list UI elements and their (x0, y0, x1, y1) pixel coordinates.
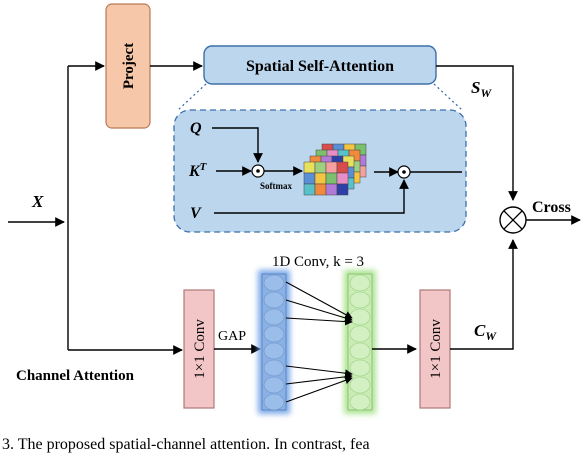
column-cell (263, 291, 285, 309)
column-cell (349, 325, 371, 343)
conv1x1-box-1 (183, 289, 215, 409)
column-cell (263, 359, 285, 377)
project-label: Project (121, 43, 137, 89)
caption-fragment: 3. The proposed spatial-channel attentio… (2, 436, 370, 453)
softmax-label: Softmax (260, 181, 292, 191)
v-arrow (214, 179, 409, 214)
heatmap-cell (336, 183, 349, 196)
cross-node-x2 (503, 210, 523, 230)
v-label: V (190, 205, 202, 222)
green-column-cells (349, 274, 371, 411)
cw-arrow (450, 239, 518, 350)
column-cell (263, 393, 285, 411)
heatmap-cell (336, 172, 349, 185)
conv1d-label: 1D Conv, k = 3 (272, 254, 364, 270)
heatmap-cell (303, 183, 316, 196)
gap-label: GAP (218, 329, 246, 344)
matmul-node-2-dot (402, 170, 406, 174)
conv1x1-label-2: 1×1 Conv (428, 319, 444, 379)
heatmap-cell (325, 161, 338, 174)
conv1x1-label-1: 1×1 Conv (192, 319, 208, 379)
column-cell (349, 376, 371, 394)
k-label: KT (188, 161, 208, 180)
column-cell (349, 291, 371, 309)
zoom-connector-left (177, 83, 207, 111)
heatmap-cell (314, 161, 327, 174)
q-arrow (212, 127, 263, 163)
spatial-attention-title: Spatial Self-Attention (246, 58, 394, 75)
matmul-node-1-dot (256, 169, 260, 173)
conv1d-connections (285, 281, 353, 403)
heatmap-cell (303, 172, 316, 185)
channel-attention-label: Channel Attention (16, 368, 135, 384)
column-cell (349, 308, 371, 326)
column-cell (349, 342, 371, 360)
input-label-x: X (31, 192, 44, 211)
column-cell (263, 274, 285, 292)
q-label: Q (190, 120, 202, 137)
zoom-connector-right (433, 83, 463, 111)
heatmap-cell (336, 161, 349, 174)
column-cell (349, 359, 371, 377)
cw-label: CW (474, 321, 497, 343)
column-cell (263, 342, 285, 360)
sw-arrow (436, 65, 518, 201)
column-cell (263, 308, 285, 326)
sw-label: SW (471, 78, 492, 100)
column-cell (349, 393, 371, 411)
cross-label: Cross (532, 199, 571, 216)
spatial-attention-title-box (203, 45, 437, 85)
column-cell (263, 376, 285, 394)
heatmap-cell (325, 172, 338, 185)
column-cell (263, 325, 285, 343)
heatmap-cell (314, 172, 327, 185)
column-cell (349, 274, 371, 292)
blue-column-cells (263, 274, 285, 411)
heatmap-cell (314, 183, 327, 196)
attention-heatmap-stack (303, 143, 367, 196)
heatmap-cell (303, 161, 316, 174)
heatmap-cell (325, 183, 338, 196)
